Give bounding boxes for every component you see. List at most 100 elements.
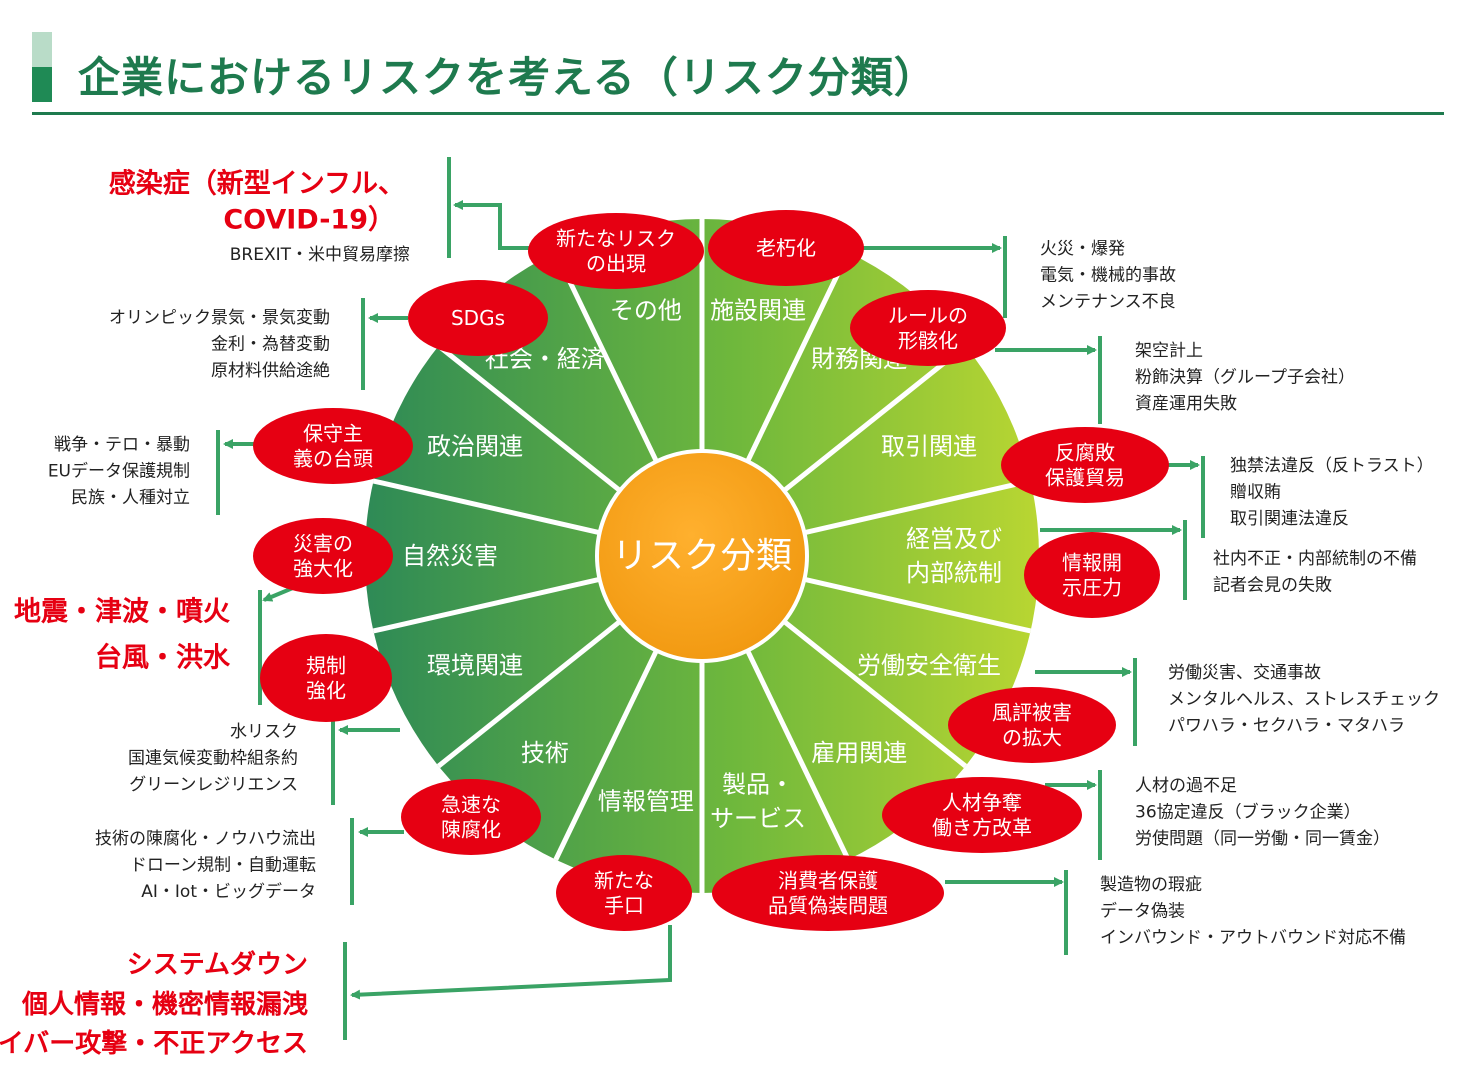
segment-divider	[372, 478, 601, 536]
trend-label: 手口	[604, 894, 644, 918]
connector-line	[453, 200, 548, 250]
trend-ellipse	[708, 210, 864, 286]
segment-divider	[745, 649, 851, 861]
example-item: 火災・爆発	[1040, 239, 1125, 259]
highlight-disaster-line2: 台風・洪水	[95, 642, 231, 674]
example-item: 独禁法違反（反トラスト）	[1230, 456, 1434, 476]
segment-label: 環境関連	[427, 651, 523, 679]
segment-label: 自然災害	[402, 542, 498, 570]
center-label: リスク分類	[612, 536, 792, 577]
title-accent-bar	[32, 32, 52, 102]
trend-label: 強大化	[293, 557, 353, 581]
trend-label: 反腐敗	[1055, 441, 1115, 465]
trend-label: 老朽化	[756, 236, 816, 260]
highlight-system-line2: 個人情報・機密情報漏洩	[21, 989, 308, 1020]
highlight-infection-line2: COVID-19）	[223, 205, 395, 236]
trend-label: 働き方改革	[932, 816, 1032, 840]
segment-divider	[745, 251, 851, 463]
example-item: 人材の過不足	[1135, 776, 1237, 796]
segment-label: 取引関連	[881, 433, 977, 461]
trend-ellipse	[850, 290, 1006, 366]
example-item: 架空計上	[1135, 341, 1203, 361]
page-title: 企業におけるリスクを考える（リスク分類）	[78, 53, 937, 102]
trend-label: SDGs	[451, 306, 505, 330]
title-divider	[32, 112, 1444, 115]
example-item: 粉飾決算（グループ子会社）	[1135, 368, 1355, 388]
example-item: ドローン規制・自動運転	[130, 856, 316, 876]
segment-label: 経営及び	[906, 525, 1002, 553]
trend-ellipse	[1024, 532, 1160, 618]
trend-label: 新たな	[594, 869, 654, 893]
example-item: 記者会見の失敗	[1213, 576, 1332, 596]
risk-wheel: 施設関連財務関連取引関連経営及び内部統制労働安全衛生雇用関連製品・サービス情報管…	[365, 219, 1039, 893]
segment-divider	[803, 576, 1032, 634]
highlight-infection-line1: 感染症（新型インフル、	[109, 168, 405, 200]
trend-label: 品質偽装問題	[768, 894, 888, 918]
trend-ellipses: 老朽化ルールの形骸化反腐敗保護貿易情報開示圧力風評被害の拡大人材争奪働き方改革消…	[253, 210, 1169, 931]
example-item: データ偽装	[1100, 901, 1185, 922]
trend-label: 強化	[306, 679, 346, 703]
trend-label: 保守主	[303, 422, 363, 446]
trend-label: 新たなリスク	[556, 227, 676, 251]
highlight-disaster-line1: 地震・津波・噴火	[14, 597, 230, 628]
example-item: パワハラ・セクハラ・マタハラ	[1168, 716, 1405, 736]
segment-label: 政治関連	[427, 433, 523, 461]
highlight-system-line3: サイバー攻撃・不正アクセス	[0, 1029, 308, 1059]
example-item: 社内不正・内部統制の不備	[1213, 549, 1417, 569]
example-item: メンタルヘルス、ストレスチェック	[1168, 690, 1440, 710]
trend-label: の出現	[586, 252, 646, 276]
trend-ellipse	[528, 213, 704, 289]
segment-divider	[782, 619, 968, 769]
trend-label: 義の台頭	[293, 447, 373, 471]
example-item: 取引関連法違反	[1230, 509, 1349, 529]
trend-ellipse	[1001, 427, 1169, 503]
example-item: 原材料供給途絶	[211, 361, 330, 381]
highlight-system-line1: システムダウン	[127, 949, 308, 980]
segment-label: 製品・	[722, 771, 794, 799]
trend-label: 風評被害	[992, 701, 1072, 725]
example-item: 民族・人種対立	[71, 488, 190, 508]
trend-label: 情報開	[1062, 551, 1122, 575]
segment-label: 内部統制	[906, 559, 1002, 587]
example-item: 水リスク	[230, 722, 298, 742]
trend-badge: 老朽化	[708, 210, 864, 286]
example-item: 製造物の瑕疵	[1100, 875, 1202, 895]
example-item: 36協定違反（ブラック企業）	[1135, 802, 1361, 823]
example-item: EUデータ保護規制	[48, 461, 190, 482]
trend-label: 示圧力	[1062, 576, 1122, 600]
trend-label: ルールの	[888, 304, 968, 328]
connectors	[216, 157, 1205, 1040]
highlight-notes: 感染症（新型インフル、COVID-19）BREXIT・米中貿易摩擦地震・津波・噴…	[0, 168, 410, 1060]
example-item: 国連気候変動枠組条約	[128, 749, 298, 769]
trend-label: 規制	[306, 654, 346, 678]
segment-divider	[782, 343, 968, 493]
trend-badge: SDGs	[408, 280, 548, 356]
trend-ellipse	[948, 687, 1116, 763]
trend-ellipse	[253, 408, 413, 484]
trend-ellipse	[556, 855, 692, 931]
segment-divider	[436, 343, 622, 493]
segment-divider	[372, 576, 601, 634]
trend-label: 災害の	[293, 532, 353, 556]
trend-label: 保護貿易	[1045, 466, 1125, 490]
segment-label: 情報管理	[598, 788, 694, 816]
connector-line	[350, 925, 672, 1000]
trend-ellipse	[408, 280, 548, 356]
example-item: 資産運用失敗	[1135, 394, 1237, 414]
